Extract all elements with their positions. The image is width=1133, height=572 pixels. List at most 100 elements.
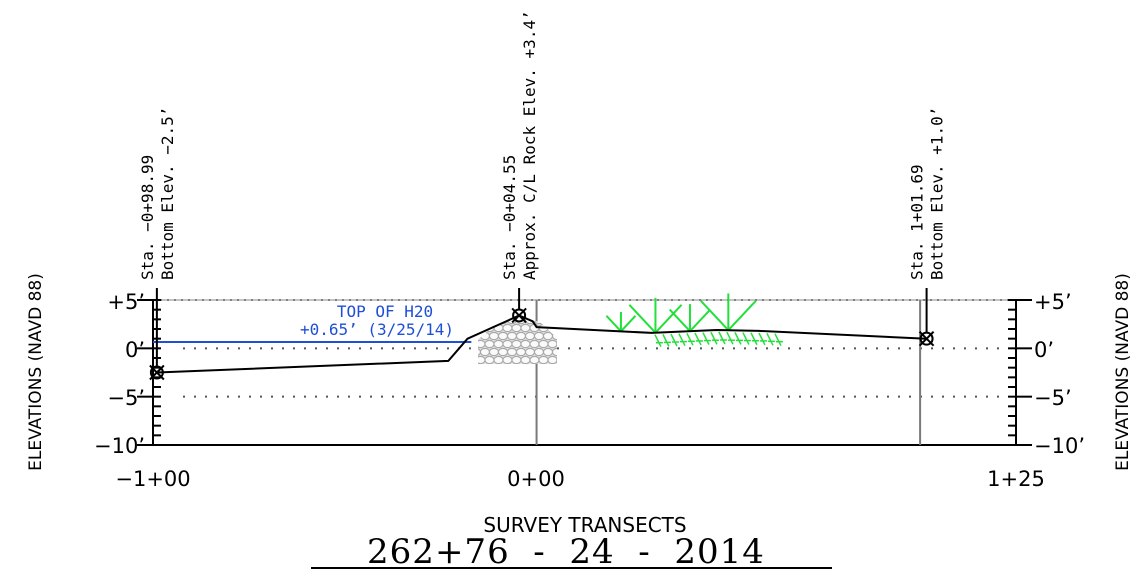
vegetation-hatch <box>686 332 694 346</box>
vegetation-leaf <box>700 300 730 331</box>
rock-pebble <box>488 318 500 325</box>
rock-pebble <box>538 355 549 364</box>
rock-pebble <box>479 347 491 357</box>
rock-pebble <box>479 331 491 341</box>
rock-pebble <box>493 339 504 349</box>
rock-pebble <box>538 339 549 349</box>
station-elevation-label: Bottom Elev. −2.5’ <box>158 107 177 280</box>
rock-pebble <box>556 339 557 349</box>
rock-pebble <box>502 339 513 349</box>
rock-pebble <box>533 347 545 357</box>
profile-line <box>156 314 927 374</box>
rock-pebble <box>542 331 554 341</box>
rock-pebble <box>493 355 504 364</box>
rock-fill <box>478 318 557 364</box>
rock-pebble <box>478 347 482 357</box>
x-tick-label-125: 1+25 <box>987 467 1045 491</box>
y-tick-label-0-right: 0’ <box>1034 338 1054 362</box>
rock-pebble <box>478 355 486 364</box>
rock-pebble <box>551 318 557 325</box>
rock-pebble <box>551 331 557 341</box>
y-tick-label-minus5-right: −5’ <box>1034 386 1072 410</box>
rock-pebble <box>488 331 500 341</box>
y-tick-label-0-left: 0’ <box>125 338 145 362</box>
rock-pebbles <box>478 318 557 364</box>
station-elevation-label: Approx. C/L Rock Elev. +3.4’ <box>520 10 539 280</box>
rock-pebble <box>556 355 557 364</box>
y-tick-label-minus5-left: −5’ <box>107 386 145 410</box>
rock-pebble <box>488 347 500 357</box>
vegetation-hatch <box>654 334 662 348</box>
rock-pebble <box>484 355 495 364</box>
right-minor-ticks <box>1008 299 1032 446</box>
y-tick-label-plus5-left: +5’ <box>107 290 145 314</box>
vegetation-leaf <box>654 304 683 334</box>
y-axis-left: +5’ 0’ −5’ −10’ <box>94 290 145 458</box>
rock-pebble <box>511 323 522 333</box>
y-tick-label-minus10-right: −10’ <box>1034 434 1085 458</box>
vegetation-leaf <box>668 308 691 332</box>
rock-pebble <box>520 339 531 349</box>
vegetation-hatch <box>718 331 726 345</box>
vegetation-leaf <box>605 315 622 333</box>
rock-pebble <box>524 347 536 357</box>
vegetation-hatch <box>734 332 742 345</box>
vegetation-hatch <box>726 331 734 345</box>
rock-pebble <box>524 331 536 341</box>
station-label: Sta. 1+01.69 <box>908 164 927 280</box>
vegetation-hatch <box>742 332 750 345</box>
vegetation-hatch <box>694 332 702 346</box>
rock-pebble <box>511 355 522 364</box>
station-label: Sta. −0+98.99 <box>138 155 157 280</box>
vegetation-leaf <box>628 304 657 334</box>
rock-pebble <box>520 355 531 364</box>
water-label-line2: +0.65’ (3/25/14) <box>300 320 454 339</box>
rock-pebble <box>484 339 495 349</box>
survey-marker-cross <box>918 330 935 347</box>
rock-pebble <box>497 347 509 357</box>
vegetation-symbols <box>605 293 783 348</box>
rock-pebble <box>478 339 486 349</box>
water-label-line1: TOP OF H20 <box>337 302 433 321</box>
vegetation-hatch <box>702 332 710 345</box>
y-axis-title-left: ELEVATIONS (NAVD 88) <box>26 273 46 471</box>
rock-pebble <box>529 339 540 349</box>
plot-frame <box>152 299 1017 446</box>
elevation-dotted-lines <box>183 347 1004 398</box>
water-level: TOP OF H20 +0.65’ (3/25/14) <box>153 302 472 344</box>
vegetation-hatch <box>758 332 766 346</box>
y-tick-label-minus10-left: −10’ <box>94 434 145 458</box>
vegetation-hatch <box>750 332 758 346</box>
y-axis-title-right: ELEVATIONS (NAVD 88) <box>1113 273 1133 471</box>
vegetation-hatch <box>710 331 718 345</box>
rock-pebble <box>506 347 518 357</box>
rock-pebble <box>506 331 518 341</box>
y-axis-right: +5’ 0’ −5’ −10’ <box>1034 290 1085 458</box>
rock-pebble <box>542 318 554 325</box>
station-label: Sta. −0+04.55 <box>500 155 519 280</box>
vegetation-hatch <box>766 332 774 346</box>
station-elevation-label: Bottom Elev. +1.0’ <box>928 107 947 280</box>
rock-pebble <box>497 331 509 341</box>
x-axis: −1+00 0+00 1+25 <box>115 467 1044 491</box>
rock-pebble <box>478 318 482 325</box>
vegetation-leaf <box>689 308 712 332</box>
rock-pebble <box>520 323 531 333</box>
y-tick-label-plus5-right: +5’ <box>1034 290 1072 314</box>
rock-pebble <box>515 331 527 341</box>
vegetation-hatch <box>774 333 782 347</box>
rock-pebble <box>551 347 557 357</box>
rock-pebble <box>511 339 522 349</box>
x-tick-label-minus100: −1+00 <box>115 467 190 491</box>
survey-marker-cross <box>511 307 527 324</box>
diagram-subtitle: SURVEY TRANSECTS <box>483 513 686 537</box>
rock-pebble <box>547 355 557 364</box>
rock-pebble <box>502 323 513 333</box>
rock-pebble <box>547 339 557 349</box>
vegetation-hatch <box>670 333 678 347</box>
rock-pebble <box>542 347 554 357</box>
vegetation-leaf <box>727 300 757 331</box>
vegetation-leaf <box>620 315 637 333</box>
